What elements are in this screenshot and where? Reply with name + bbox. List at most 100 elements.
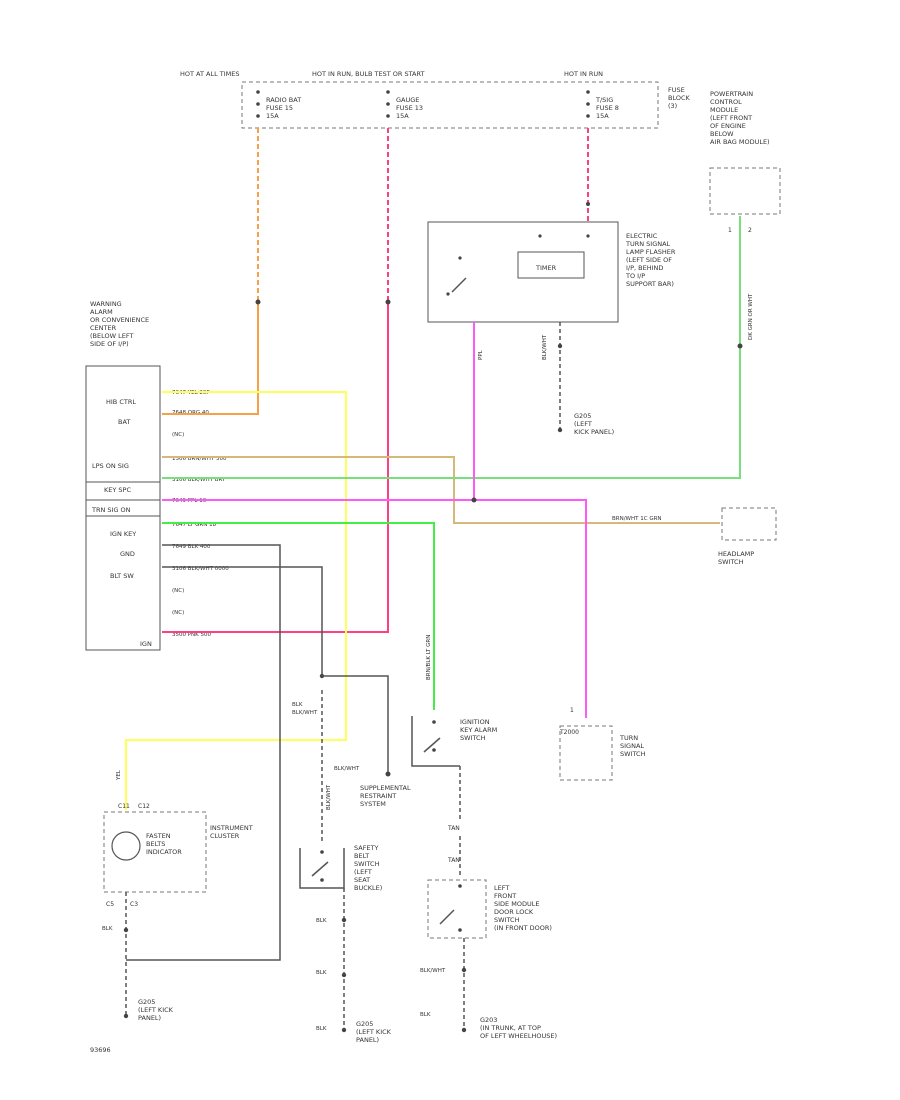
svg-text:SWITCH: SWITCH <box>354 860 380 868</box>
turn-signal-flasher: TIMER ELECTRIC TURN SIGNAL LAMP FLASHER … <box>427 221 676 323</box>
svg-text:SUPPLEMENTAL: SUPPLEMENTAL <box>360 784 411 792</box>
svg-text:2: 2 <box>748 227 752 234</box>
svg-text:1: 1 <box>570 707 574 714</box>
svg-text:YEL: YEL <box>116 769 122 781</box>
svg-text:FUSE 13: FUSE 13 <box>396 104 423 112</box>
svg-text:BLK: BLK <box>316 970 327 976</box>
pcm-wire-label: DK GRN OR WHT <box>748 293 754 340</box>
svg-text:TURN SIGNAL: TURN SIGNAL <box>625 240 671 248</box>
fasten-belts-indicator-icon <box>111 831 141 861</box>
svg-text:(NC): (NC) <box>172 610 184 616</box>
svg-text:G205: G205 <box>574 412 591 420</box>
fuse-turn-signal: T/SIG FUSE 8 15A <box>586 90 619 120</box>
svg-text:BLK/WHT: BLK/WHT <box>326 784 332 810</box>
fuse-radio-bat: RADIO BAT FUSE 15 15A <box>256 90 301 120</box>
fuse-gauge: GAUGE FUSE 13 15A <box>386 90 423 120</box>
svg-text:TAN: TAN <box>447 825 460 832</box>
svg-text:OF LEFT WHEELHOUSE): OF LEFT WHEELHOUSE) <box>480 1032 557 1040</box>
svg-text:1306 BRN/WHT 300: 1306 BRN/WHT 300 <box>172 456 227 462</box>
chime-label: WARNING ALARM OR CONVENIENCE CENTER (BEL… <box>90 300 149 348</box>
svg-text:1: 1 <box>728 227 732 234</box>
instrument-cluster: FASTEN BELTS INDICATOR INSTRUMENT CLUSTE… <box>102 769 253 1022</box>
wire-tan-headlamp <box>162 456 720 524</box>
door-lock-switch: LEFT FRONT SIDE MODULE DOOR LOCK SWITCH … <box>420 879 557 1040</box>
fuse-block-label: FUSE BLOCK (3) <box>668 86 691 110</box>
chime-module-box <box>85 365 161 651</box>
svg-text:(3): (3) <box>668 102 677 110</box>
svg-text:PANEL): PANEL) <box>138 1014 161 1022</box>
svg-text:TAN: TAN <box>447 857 460 864</box>
svg-text:LEFT: LEFT <box>494 884 509 892</box>
svg-text:(NC): (NC) <box>172 432 184 438</box>
svg-text:ELECTRIC: ELECTRIC <box>626 232 658 240</box>
svg-text:SYSTEM: SYSTEM <box>360 800 386 808</box>
svg-text:G205: G205 <box>138 998 155 1006</box>
svg-text:BRN/BLK LT GRN: BRN/BLK LT GRN <box>426 635 432 680</box>
svg-text:OR CONVENIENCE: OR CONVENIENCE <box>90 316 149 324</box>
svg-text:C11: C11 <box>118 803 130 810</box>
svg-text:BELTS: BELTS <box>146 840 165 848</box>
wire-green-ignkey <box>162 522 435 710</box>
svg-text:OF ENGINE: OF ENGINE <box>710 122 746 130</box>
svg-text:SEAT: SEAT <box>354 876 370 884</box>
svg-text:C3: C3 <box>130 901 138 908</box>
wire-green-pcm-lower <box>162 346 741 479</box>
svg-text:SWITCH: SWITCH <box>620 750 646 758</box>
svg-text:3500 PNK 500: 3500 PNK 500 <box>172 632 212 638</box>
svg-text:GND: GND <box>120 550 135 558</box>
svg-text:IGN KEY: IGN KEY <box>110 530 136 538</box>
headlamp-switch: BRN/WHT 1C GRN HEADLAMP SWITCH <box>612 507 777 566</box>
svg-text:GAUGE: GAUGE <box>396 96 419 104</box>
chime-ground-wires: BLK BLK/WHT BLK/WHT BLK/WHT <box>126 544 391 961</box>
svg-text:FUSE 15: FUSE 15 <box>266 104 293 112</box>
safety-belt-switch: SAFETY BELT SWITCH (LEFT SEAT BUCKLE) BL… <box>299 844 392 1044</box>
svg-text:(NC): (NC) <box>172 588 184 594</box>
svg-text:15A: 15A <box>596 112 609 120</box>
svg-text:SWITCH: SWITCH <box>460 734 486 742</box>
svg-text:SUPPORT BAR): SUPPORT BAR) <box>626 280 674 288</box>
svg-text:SWITCH: SWITCH <box>718 558 744 566</box>
svg-text:TO I/P: TO I/P <box>625 272 645 280</box>
svg-text:ALARM: ALARM <box>90 308 113 316</box>
svg-text:WARNING: WARNING <box>90 300 122 308</box>
svg-text:IGN: IGN <box>140 640 152 648</box>
svg-text:CONTROL: CONTROL <box>710 98 742 106</box>
svg-text:7649 BLK 400: 7649 BLK 400 <box>172 544 211 550</box>
pcm-label: POWERTRAIN CONTROL MODULE (LEFT FRONT OF… <box>710 90 770 146</box>
flasher-box <box>427 221 619 323</box>
supplemental-restraint-label: SUPPLEMENTAL RESTRAINT SYSTEM <box>360 784 411 808</box>
svg-text:BLK: BLK <box>102 926 113 932</box>
svg-text:(IN TRUNK, AT TOP: (IN TRUNK, AT TOP <box>480 1024 541 1032</box>
chime-pin-labels: HIB CTRL BAT LPS ON SIG KEY SPC TRN SIG … <box>91 398 152 648</box>
hot-in-run-label: HOT IN RUN <box>564 70 603 78</box>
svg-text:MODULE: MODULE <box>710 106 738 114</box>
svg-text:BLT SW: BLT SW <box>110 572 134 580</box>
svg-text:BUCKLE): BUCKLE) <box>354 884 382 892</box>
chime-wire-labels: 7647 YEL 20P 7648 ORG 40 (NC) 1306 BRN/W… <box>172 390 229 638</box>
wires <box>125 128 743 810</box>
svg-text:BLK: BLK <box>292 702 303 708</box>
svg-text:(LEFT: (LEFT <box>574 420 592 428</box>
svg-text:BELT: BELT <box>354 852 369 860</box>
svg-text:LAMP FLASHER: LAMP FLASHER <box>626 248 676 256</box>
svg-text:(IN FRONT DOOR): (IN FRONT DOOR) <box>494 924 552 932</box>
svg-text:(BELOW LEFT: (BELOW LEFT <box>90 332 133 340</box>
fuse-block: HOT AT ALL TIMES HOT IN RUN, BULB TEST O… <box>180 70 691 129</box>
svg-text:RADIO BAT: RADIO BAT <box>266 96 301 104</box>
svg-text:FASTEN: FASTEN <box>146 832 171 840</box>
svg-text:AIR BAG MODULE): AIR BAG MODULE) <box>710 138 770 146</box>
svg-text:I/P, BEHIND: I/P, BEHIND <box>626 264 663 272</box>
svg-text:(LEFT KICK: (LEFT KICK <box>356 1028 392 1036</box>
flasher-timer-label: TIMER <box>535 264 557 272</box>
powertrain-control-module: POWERTRAIN CONTROL MODULE (LEFT FRONT OF… <box>709 90 781 234</box>
svg-text:BLK/WHT: BLK/WHT <box>334 766 360 772</box>
svg-text:BLOCK: BLOCK <box>668 94 691 102</box>
svg-text:FRONT: FRONT <box>494 892 516 900</box>
svg-text:T/SIG: T/SIG <box>595 96 613 104</box>
flasher-ground: BLK/WHT PPL G205 (LEFT KICK PANEL) <box>478 322 614 436</box>
svg-text:15A: 15A <box>396 112 409 120</box>
svg-text:SIGNAL: SIGNAL <box>620 742 644 750</box>
svg-text:POWERTRAIN: POWERTRAIN <box>710 90 753 98</box>
svg-text:BLK: BLK <box>316 918 327 924</box>
